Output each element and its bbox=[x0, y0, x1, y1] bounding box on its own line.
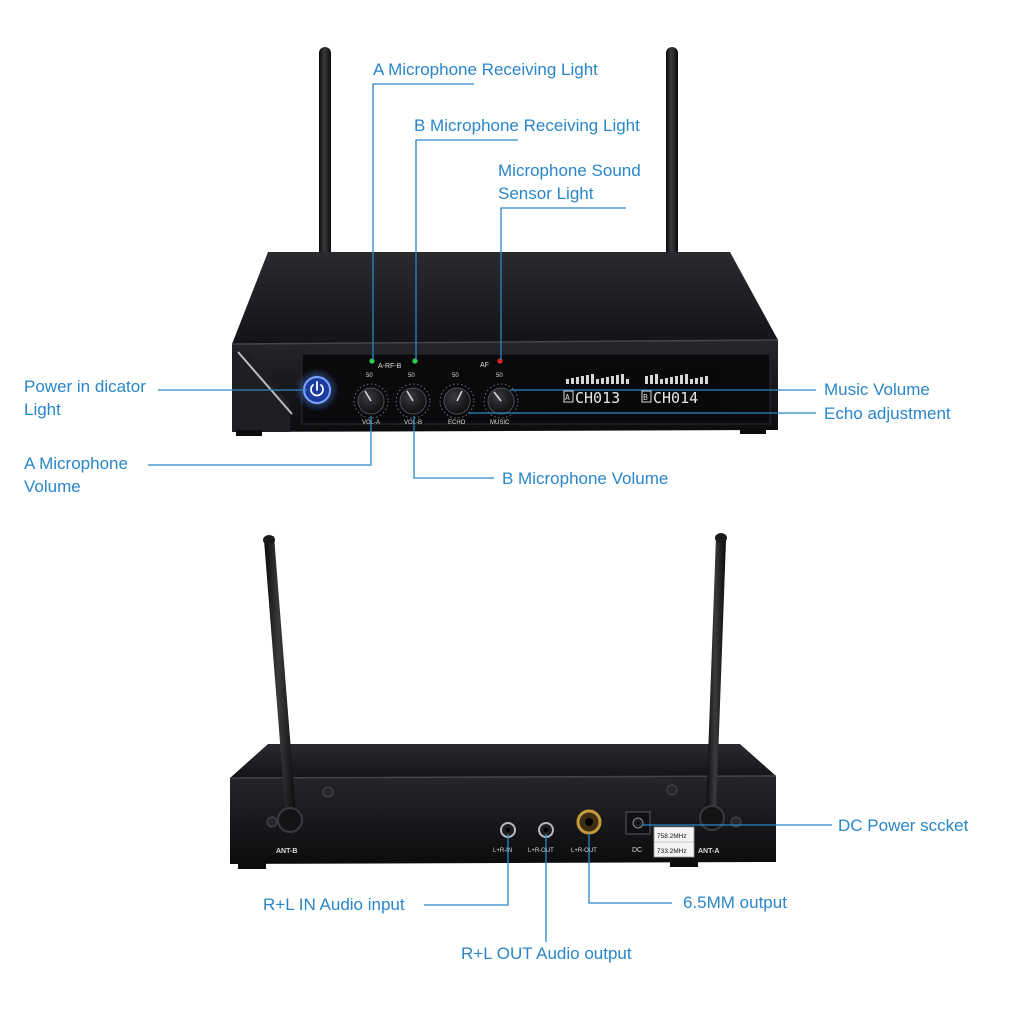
freq-1: 758.2MHz bbox=[657, 833, 687, 840]
lcd-segment bbox=[621, 374, 624, 384]
lcd-segment bbox=[616, 375, 619, 384]
freq-2: 733.2MHz bbox=[657, 848, 687, 855]
label-sound-sensor-line2: Sensor Light bbox=[498, 184, 594, 203]
label-power-line1: Power in dicator bbox=[24, 377, 146, 396]
lcd-segment bbox=[611, 376, 614, 384]
dc-label: DC bbox=[632, 847, 642, 854]
knob-echo-label: ECHO bbox=[448, 420, 466, 426]
leader-b-receiving bbox=[415, 139, 518, 360]
lcd-segment bbox=[655, 374, 658, 384]
front-unit: A-RF-B AF 50 VOL-A 50 VOL-B 50 bbox=[231, 47, 779, 436]
lcd-a-channel: CH013 bbox=[575, 389, 620, 407]
lcd-segment bbox=[581, 376, 584, 384]
lcd-segment bbox=[690, 379, 693, 384]
lcd-segment bbox=[645, 376, 648, 384]
knob-vol-a-scale: 50 bbox=[366, 373, 373, 379]
lcd-segment bbox=[566, 379, 569, 384]
label-a-volume-line2: Volume bbox=[24, 477, 81, 496]
lcd-segment bbox=[660, 379, 663, 384]
lcd-segment bbox=[650, 375, 653, 384]
label-rl-in-audio-input: R+L IN Audio input bbox=[263, 895, 405, 914]
ant-b-connector[interactable] bbox=[277, 807, 303, 833]
lcd-display: A CH013 B CH014 bbox=[556, 364, 724, 412]
lcd-segment bbox=[626, 379, 629, 384]
knob-music-scale: 50 bbox=[496, 373, 503, 379]
lcd-b-channel: CH014 bbox=[653, 389, 698, 407]
label-dc-power-socket: DC Power sccket bbox=[838, 816, 969, 835]
lcd-b-tag: B bbox=[643, 393, 648, 402]
chassis-top bbox=[232, 252, 778, 344]
label-echo-adjustment: Echo adjustment bbox=[824, 404, 951, 423]
lcd-segment bbox=[700, 377, 703, 384]
af-label: AF bbox=[480, 362, 489, 369]
lcd-segment bbox=[675, 376, 678, 384]
lcd-segment bbox=[685, 374, 688, 384]
power-icon bbox=[310, 384, 324, 397]
antenna-left bbox=[319, 47, 331, 259]
lcd-segment bbox=[576, 377, 579, 384]
rear-antenna-a bbox=[706, 536, 726, 814]
label-power-line2: Light bbox=[24, 400, 61, 419]
rear-chassis-back bbox=[230, 776, 776, 864]
lcd-segment bbox=[665, 378, 668, 384]
ant-a-connector[interactable] bbox=[699, 805, 725, 831]
label-sound-sensor-light: Microphone Sound Sensor Light bbox=[498, 159, 641, 205]
dc-socket[interactable] bbox=[625, 811, 651, 835]
lcd-a-tag: A bbox=[565, 393, 570, 402]
port-65mm-label: L+R-OUT bbox=[571, 848, 597, 854]
lcd-segment bbox=[596, 379, 599, 384]
lcd-segment bbox=[601, 378, 604, 384]
lcd-level-bars bbox=[566, 374, 708, 384]
ant-b-label: ANT-B bbox=[276, 848, 297, 855]
label-b-microphone-volume: B Microphone Volume bbox=[502, 469, 669, 488]
lcd-segment bbox=[670, 377, 673, 384]
leader-rl-in bbox=[424, 834, 509, 906]
label-sound-sensor-line1: Microphone Sound bbox=[498, 161, 641, 180]
label-rl-out-audio-output: R+L OUT Audio output bbox=[461, 944, 632, 963]
antenna-right bbox=[666, 47, 678, 259]
rear-chassis-top bbox=[230, 744, 776, 778]
label-a-microphone-volume: A Microphone Volume bbox=[24, 452, 128, 498]
label-65mm-output: 6.5MM output bbox=[683, 893, 787, 912]
frequency-sticker: 758.2MHz 733.2MHz bbox=[653, 826, 695, 858]
a-rf-led bbox=[369, 358, 375, 364]
rear-antenna-b bbox=[264, 536, 296, 818]
af-led bbox=[497, 358, 503, 364]
leader-sound-sensor bbox=[500, 207, 626, 360]
lcd-segment bbox=[586, 375, 589, 384]
leader-65mm bbox=[588, 833, 672, 904]
leader-a-receiving bbox=[372, 83, 474, 360]
lcd-segment bbox=[680, 375, 683, 384]
knob-vol-b-label: VOL-B bbox=[404, 420, 422, 426]
lcd-segment bbox=[591, 374, 594, 384]
label-a-receiving-light: A Microphone Receiving Light bbox=[373, 60, 598, 79]
port-rl-in[interactable] bbox=[500, 822, 516, 838]
label-power-indicator-light: Power in dicator Light bbox=[24, 375, 146, 421]
knob-vol-b-scale: 50 bbox=[408, 373, 415, 379]
knob-vol-b[interactable]: 50 VOL-B bbox=[395, 373, 431, 426]
leader-lines bbox=[148, 83, 832, 942]
port-65mm-out[interactable] bbox=[576, 809, 602, 835]
ant-a-label: ANT-A bbox=[698, 848, 719, 855]
knob-echo-scale: 50 bbox=[452, 373, 459, 379]
lcd-segment bbox=[705, 376, 708, 384]
port-rl-out-label: L+R-OUT bbox=[528, 848, 554, 854]
leader-a-volume bbox=[148, 416, 372, 466]
knob-echo[interactable]: 50 ECHO bbox=[439, 373, 475, 426]
lcd-segment bbox=[571, 378, 574, 384]
leader-b-volume bbox=[413, 416, 494, 479]
rf-label: A-RF-B bbox=[378, 363, 402, 370]
label-music-volume: Music Volume bbox=[824, 380, 930, 399]
knob-music-label: MUSIC bbox=[490, 420, 510, 426]
lcd-segment bbox=[695, 378, 698, 384]
label-b-receiving-light: B Microphone Receiving Light bbox=[414, 116, 640, 135]
lcd-segment bbox=[606, 377, 609, 384]
knob-music[interactable]: 50 MUSIC bbox=[483, 373, 519, 426]
label-a-volume-line1: A Microphone bbox=[24, 454, 128, 473]
rear-unit: ANT-B ANT-A L+R-IN L+R-OUT L+R-OUT bbox=[229, 533, 777, 869]
b-rf-led bbox=[412, 358, 418, 364]
port-rl-in-label: L+R-IN bbox=[493, 848, 512, 854]
